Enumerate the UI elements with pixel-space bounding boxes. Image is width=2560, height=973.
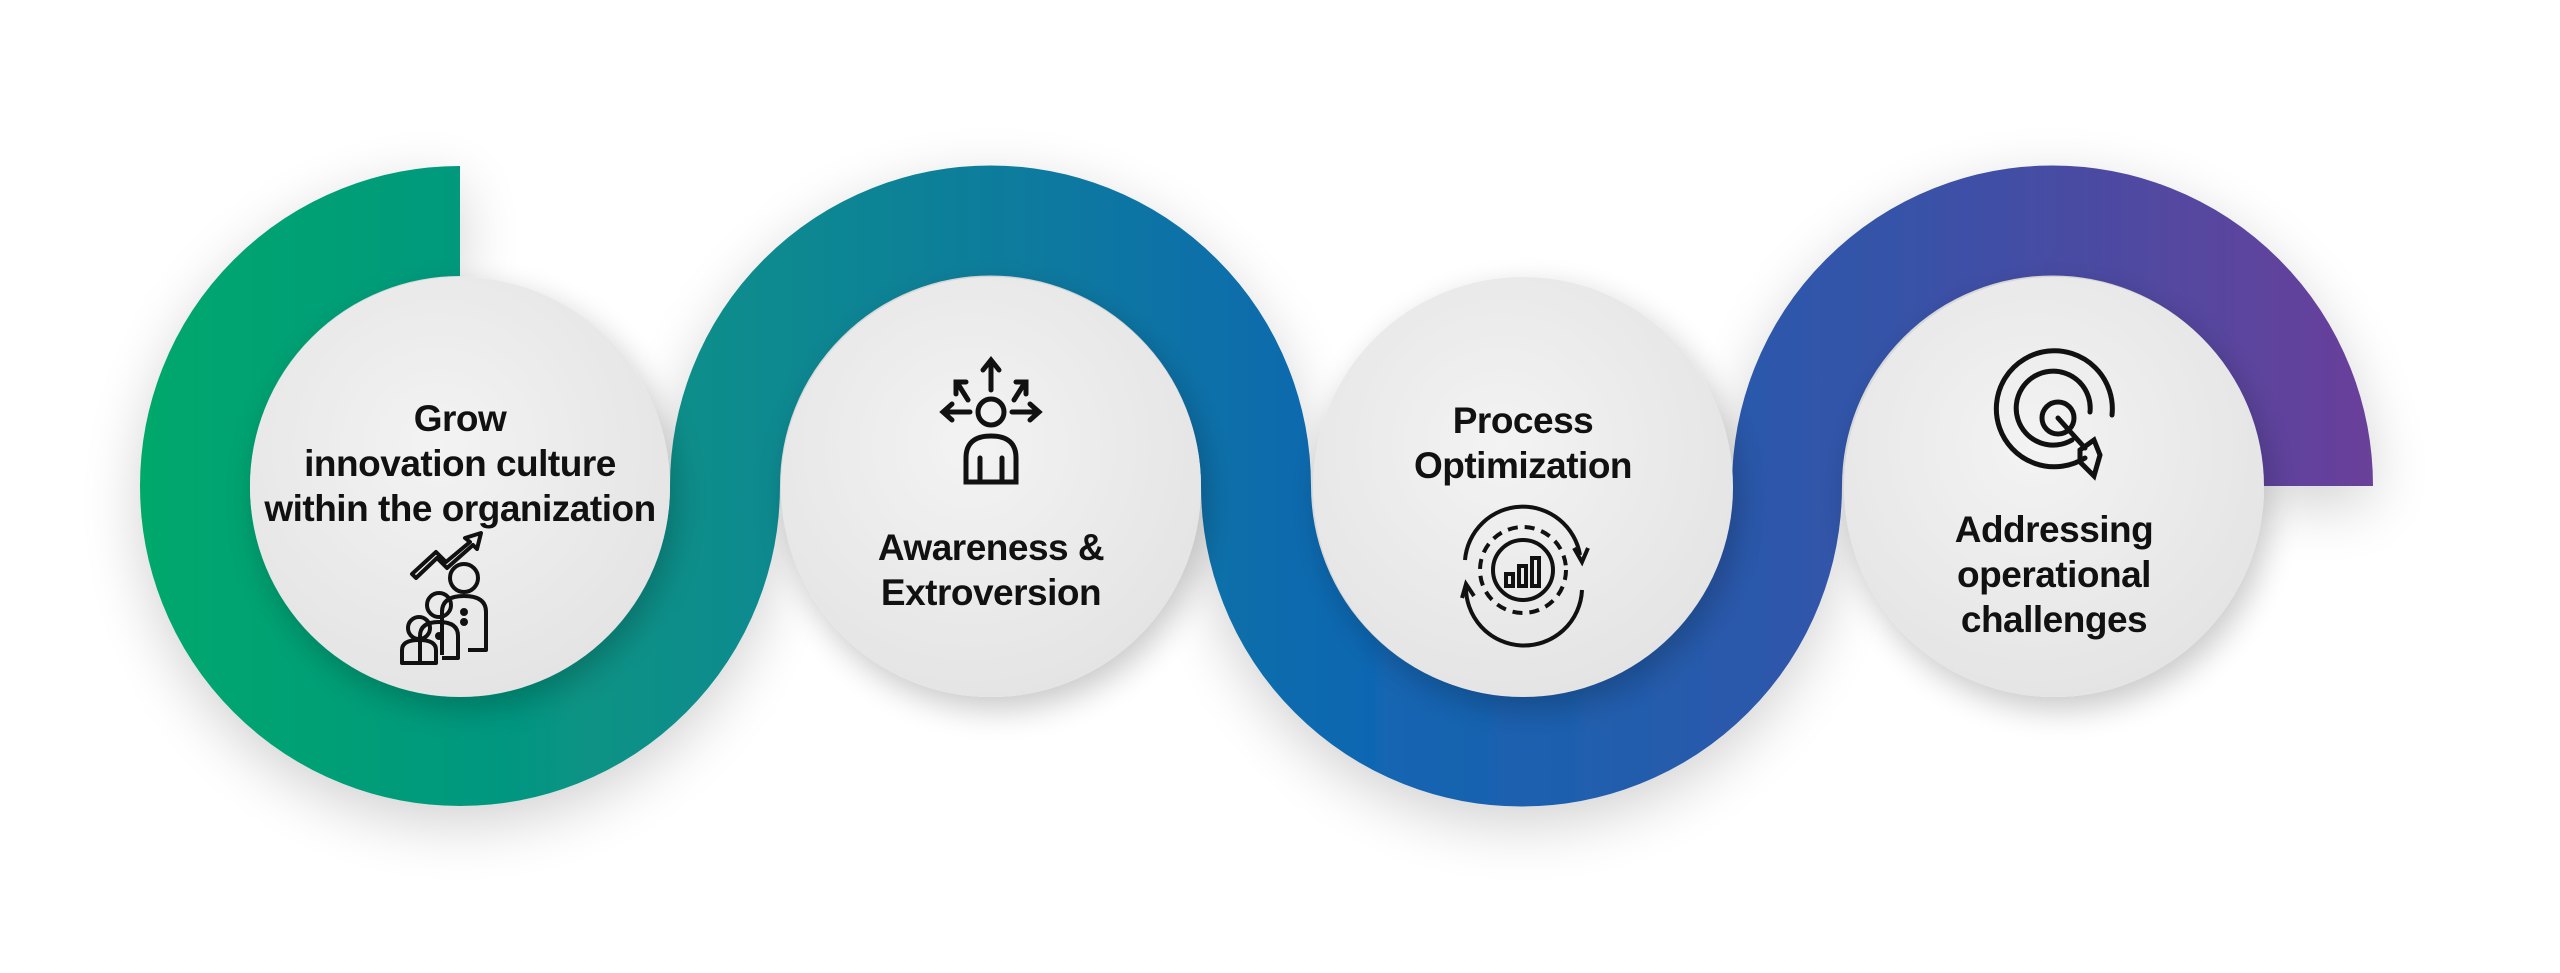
gear-cycle-chart-icon (1460, 504, 1590, 648)
step-4-line-3: challenges (1960, 599, 2148, 640)
step-1-line-3: within the organization (264, 488, 656, 529)
wave-ribbon (140, 165, 2373, 807)
step-3-label: Process Optimization (1413, 398, 1633, 488)
target-arrow-icon (1993, 348, 2115, 481)
team-growth-icon (400, 531, 488, 665)
step-1-label: Grow innovation culture within the organ… (264, 396, 656, 531)
step-3-line-2: Optimization (1413, 445, 1633, 486)
step-4-line-1: Addressing (1954, 509, 2154, 550)
step-circle-3 (1313, 277, 1733, 697)
person-arrows-icon (939, 355, 1043, 485)
step-2-label: Awareness & Extroversion (877, 525, 1105, 615)
step-circle-1 (250, 277, 670, 697)
step-4-label: Addressing operational challenges (1955, 507, 2154, 642)
step-1-line-1: Grow (413, 398, 507, 439)
step-4-line-2: operational (1957, 554, 2151, 595)
step-2-line-1: Awareness & (877, 527, 1105, 568)
step-circle-2 (781, 277, 1201, 697)
step-circle-4 (1844, 277, 2264, 697)
step-3-line-1: Process (1452, 400, 1594, 441)
step-2-line-2: Extroversion (880, 572, 1102, 613)
step-1-line-2: innovation culture (304, 443, 616, 484)
